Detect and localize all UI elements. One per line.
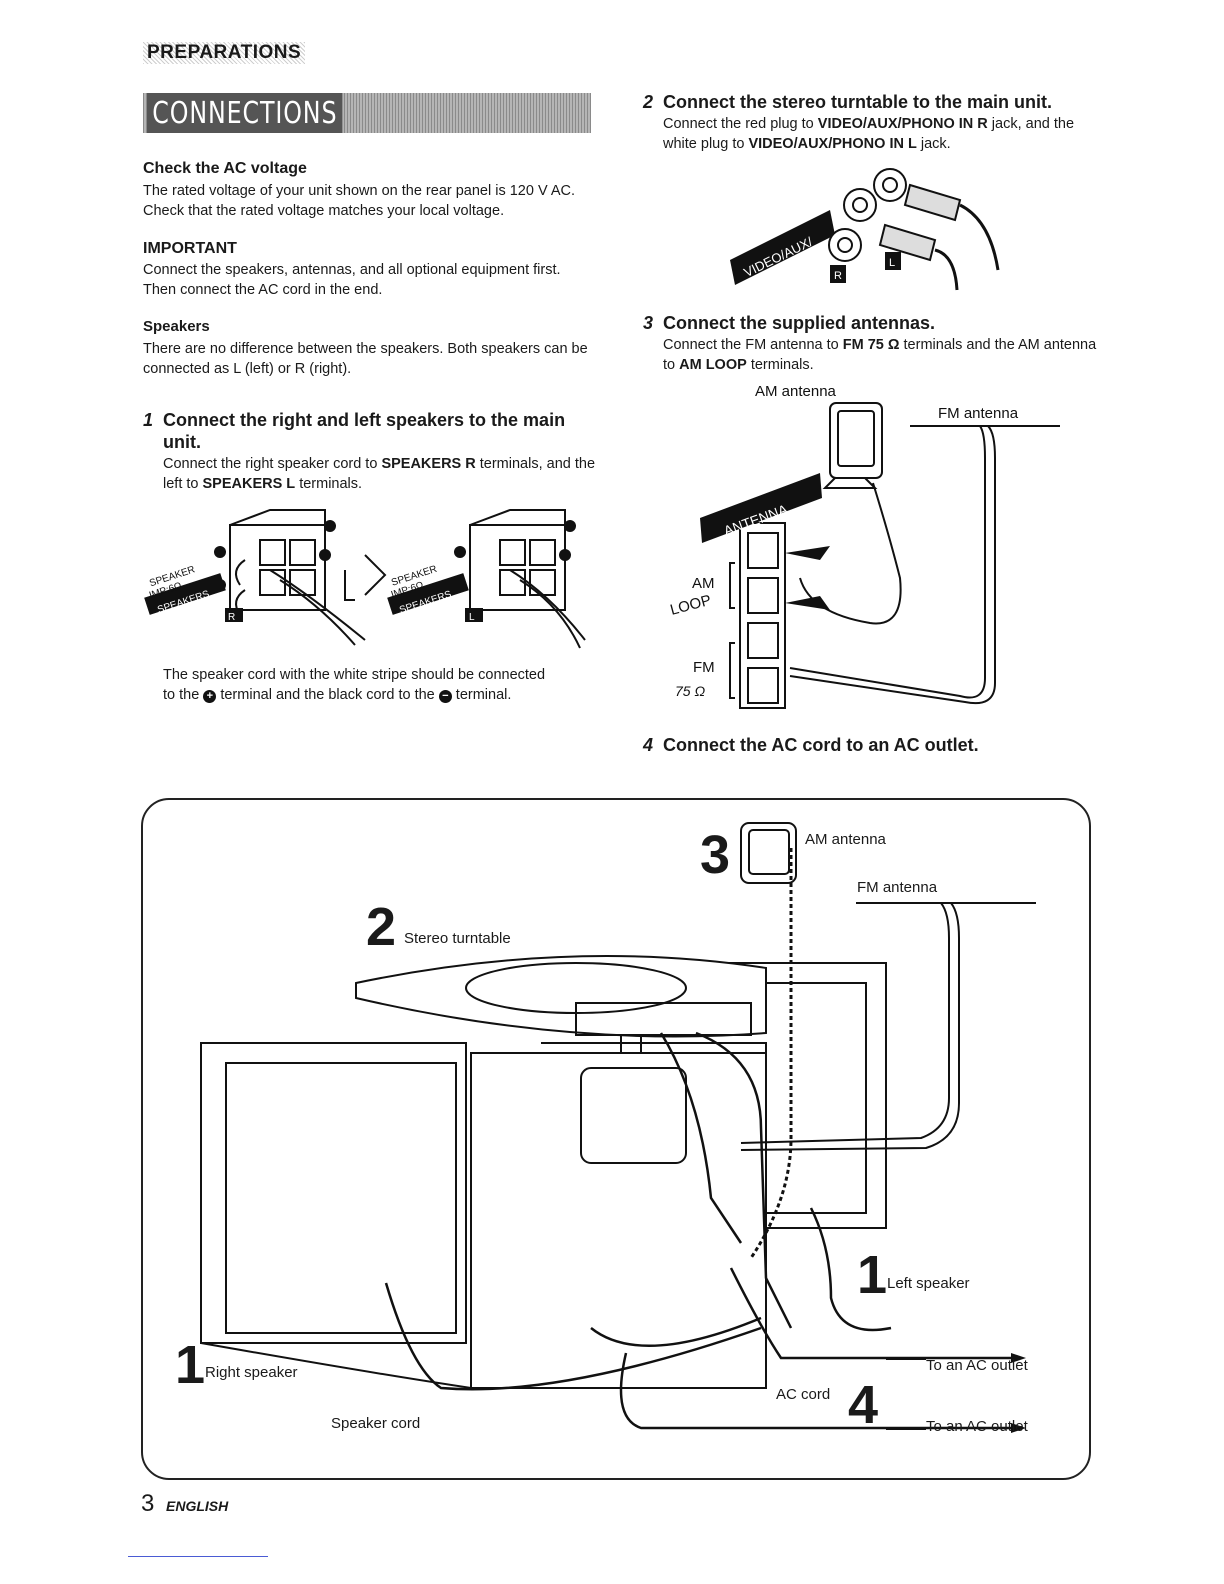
step2-text-mid: jack, and the white plug to [663,116,1075,152]
diagram-outlet-1: To an AC outlet [926,1357,1028,1374]
antenna-terminal-figure: AM antenna FM antenna ANTENNA AM LOOP FM… [668,383,1060,709]
step1-title: 1 Connect the right and left speakers to … [143,409,593,453]
diagram-step-1-right: 1 [175,1335,206,1395]
step3-title: 3 Connect the supplied antennas. [643,312,1103,334]
minus-terminal-icon: − [438,690,452,703]
diagram-step-1-left: 1 [857,1245,888,1305]
step1-text-mid: terminals, and the left to [163,456,596,492]
title-banner: CONNECTIONS [143,93,591,133]
important-text: Connect the speakers, antennas, and all … [143,262,561,298]
plus-terminal-icon: + [203,690,217,703]
step2-title-text: Connect the stereo turntable to the main… [663,92,1053,112]
connection-diagram [141,798,1091,1480]
step1-text: Connect the right speaker cord to SPEAKE… [163,454,595,494]
page-number: 3 [141,1490,155,1517]
diagram-am-antenna: AM antenna [805,831,886,848]
footer-line [128,1556,268,1557]
diagram-right-speaker: Right speaker [205,1364,298,1381]
diagram-step-4: 4 [848,1375,879,1435]
step4-number: 4 [643,735,654,755]
step1-title-text: Connect the right and left speakers to t… [163,410,566,452]
step3-text: Connect the FM antenna to FM 75 Ω termin… [663,335,1103,375]
note-pre: to the [163,687,204,703]
speakers-text: There are no difference between the spea… [143,341,588,377]
step3-number: 3 [643,313,654,333]
page-title: CONNECTIONS [147,93,343,133]
step2-title: 2 Connect the stereo turntable to the mai… [643,91,1103,113]
fig-ohm-label: 75 Ω [675,683,705,699]
step2-bold2: VIDEO/AUX/PHONO IN L [748,136,917,152]
note-post: terminal. [451,687,512,703]
step2-bold1: VIDEO/AUX/PHONO IN R [817,116,988,132]
step2-text-post: jack. [916,136,951,152]
step1-number: 1 [143,410,154,430]
step2-text: Connect the red plug to VIDEO/AUX/PHONO … [663,114,1103,154]
diagram-speaker-cord: Speaker cord [331,1415,421,1432]
diagram-step-3: 3 [700,825,731,885]
step2-text-pre: Connect the red plug to [663,116,818,132]
system-illustration [200,822,1036,1433]
page-language: ENGLISH [166,1498,229,1514]
step3-text-pre: Connect the FM antenna to [663,337,843,353]
fig-fm-antenna-label: FM antenna [938,405,1019,422]
diagram-left-speaker: Left speaker [887,1275,970,1292]
fig-am-label: AM [692,575,715,592]
ac-voltage-text: The rated voltage of your unit shown on … [143,183,576,219]
step3-text-post: terminals. [746,357,814,373]
diagram-ac-cord: AC cord [776,1386,831,1403]
step3-text-mid: terminals and the AM antenna to [663,337,1097,373]
step3-title-text: Connect the supplied antennas. [663,313,936,333]
step1-text-pre: Connect the right speaker cord to [163,456,382,472]
fig-jack-r: R [834,270,842,282]
step3-bold2: AM LOOP [679,357,747,373]
fig-fm-label: FM [693,659,715,676]
diagram-fm-antenna: FM antenna [857,879,938,896]
diagram-step-2: 2 [366,897,397,957]
note-mid: terminal and the black cord to the [216,687,439,703]
step4-title-text: Connect the AC cord to an AC outlet. [663,735,979,755]
fig-l-label: L [469,612,475,623]
step3-bold1: FM 75 Ω [842,337,900,353]
step2-number: 2 [643,92,654,112]
step1-note: The speaker cord with the white stripe s… [163,665,595,705]
step1-bold2: SPEAKERS L [202,476,296,492]
step4-title: 4 Connect the AC cord to an AC outlet. [643,734,1103,756]
step1-text-post: terminals. [295,476,363,492]
phono-jack-figure: VIDEO/AUX/ PHONO IN R L [730,168,1000,293]
diagram-turntable: Stereo turntable [404,930,511,947]
fig-loop-label: LOOP [668,592,713,619]
fig-jack-l: L [889,257,895,269]
important-heading: IMPORTANT [143,240,237,257]
step1-note-line1: The speaker cord with the white stripe s… [163,667,546,683]
step1-bold1: SPEAKERS R [381,456,476,472]
fig-r-label: R [228,612,235,623]
fig-am-antenna-label: AM antenna [755,383,837,400]
step1-note-line2: to the + terminal and the black cord to … [163,685,595,705]
speaker-terminal-figure: SPEAKER IMP:6Ω SPEAKERS R SPEAKER IMP:6Ω… [144,509,586,649]
section-tag: PREPARATIONS [143,42,306,64]
ac-voltage-heading: Check the AC voltage [143,160,307,177]
speakers-heading: Speakers [143,318,210,335]
diagram-outlet-2: To an AC outlet [926,1418,1028,1435]
